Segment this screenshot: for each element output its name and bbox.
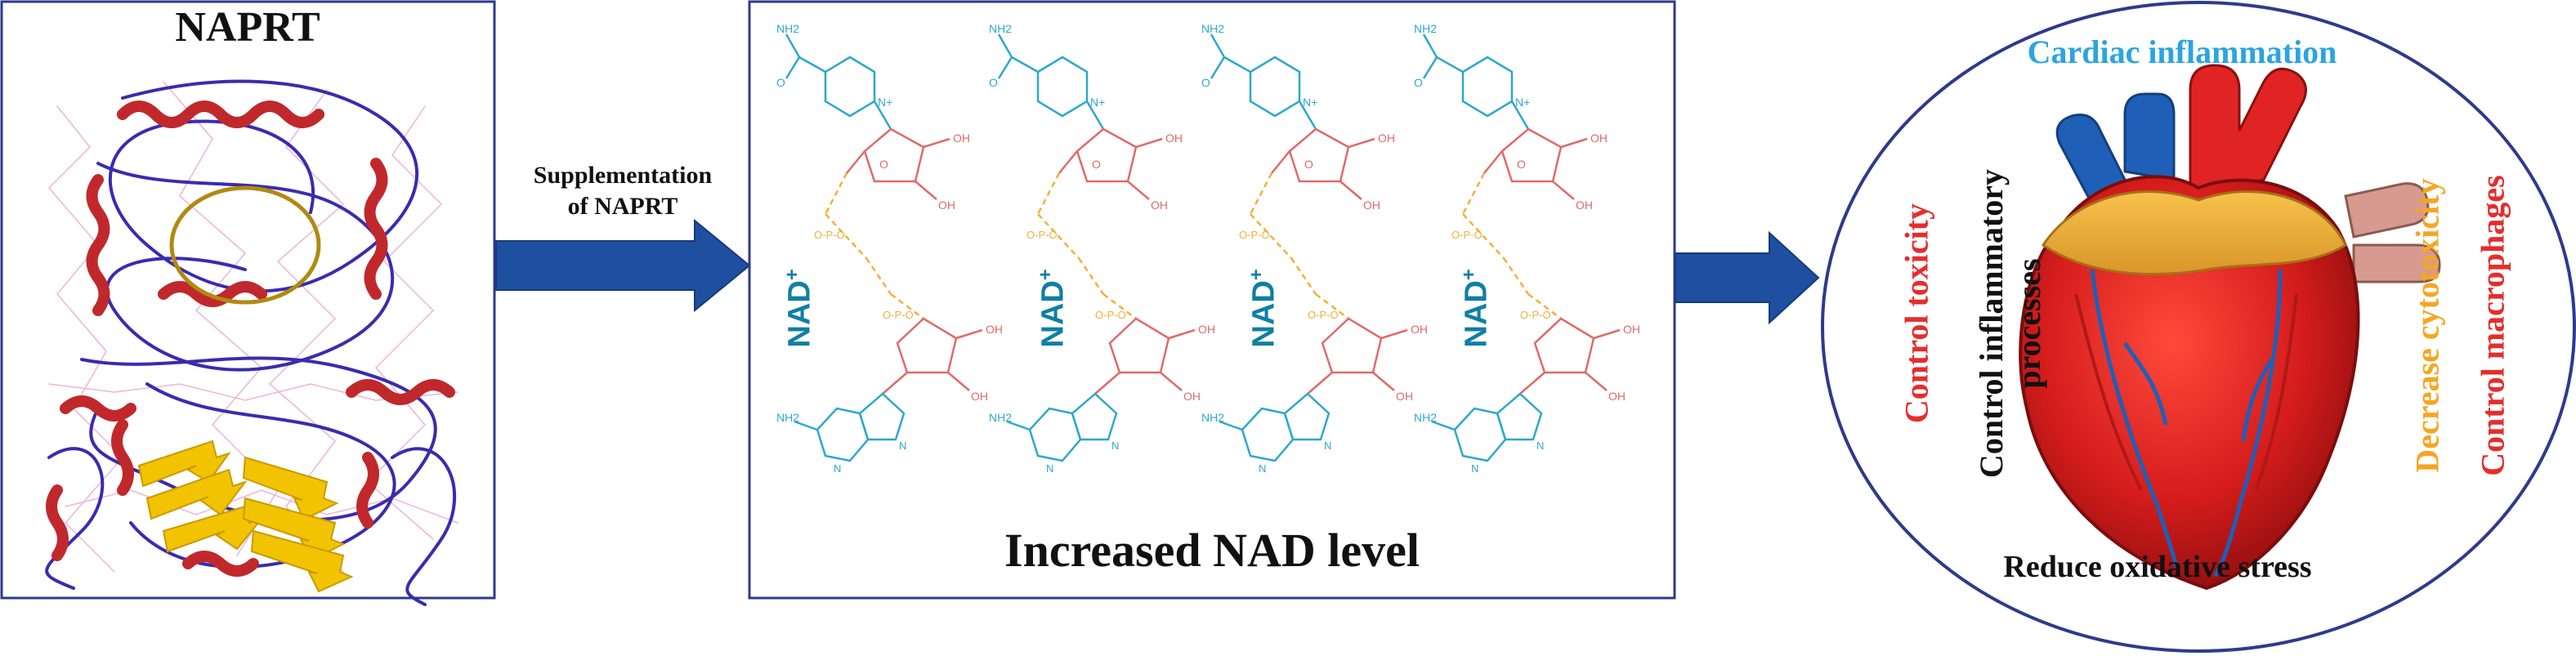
decrease-cytotoxicity-label: Decrease cytotoxicity bbox=[2408, 178, 2446, 473]
arrow-1 bbox=[495, 218, 751, 313]
heart-illustration bbox=[2019, 64, 2441, 591]
arrow-2 bbox=[1675, 230, 1820, 325]
nad-label-1: NAD+ bbox=[780, 269, 817, 348]
protein-structure bbox=[45, 79, 458, 606]
control-inflammatory-label: Control inflammatory processes bbox=[1973, 160, 2048, 487]
nad-label-3: NAD+ bbox=[1245, 269, 1281, 348]
control-toxicity-label: Control toxicity bbox=[1898, 203, 1935, 424]
control-inflammatory-line-1: Control inflammatory bbox=[1973, 168, 2010, 479]
control-inflammatory-line-2: processes bbox=[2010, 258, 2047, 389]
arrow-1-label-line-1: Supplementation bbox=[533, 162, 713, 189]
reduce-oxidative-stress-label: Reduce oxidative stress bbox=[2003, 550, 2312, 584]
arrow-1-label-line-2: of NAPRT bbox=[567, 193, 678, 220]
nad-label-2: NAD+ bbox=[1034, 269, 1071, 348]
control-macrophages-label: Control macrophages bbox=[2474, 175, 2511, 476]
nad-panel-frame bbox=[748, 0, 1676, 600]
cardiac-inflammation-label: Cardiac inflammation bbox=[2027, 33, 2337, 70]
nad-label-4: NAD+ bbox=[1457, 269, 1494, 348]
protein-title: NAPRT bbox=[175, 4, 320, 51]
nad-caption: Increased NAD level bbox=[1004, 524, 1420, 577]
